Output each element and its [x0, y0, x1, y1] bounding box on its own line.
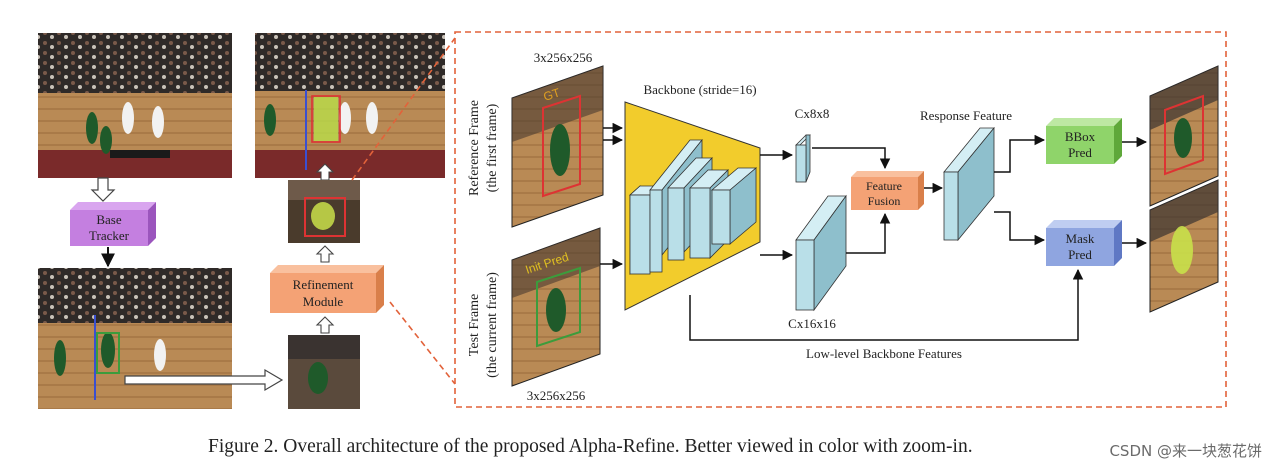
bbox-label-2: Pred — [1068, 145, 1092, 160]
arrow-large-to-fusion — [846, 212, 891, 254]
input-frame-image — [38, 33, 232, 178]
refinement-label-1: Refinement — [293, 277, 354, 292]
up-arrow-icon — [315, 316, 335, 334]
backbone-label: Backbone (stride=16) — [643, 82, 756, 97]
csdn-watermark: CSDN @来一块葱花饼 — [1109, 442, 1262, 460]
detail-panel-border — [454, 31, 1227, 408]
bbox-pred-block: BBox Pred — [1046, 118, 1122, 164]
test-frame-label-1: Test Frame — [467, 294, 482, 356]
mask-crop-image — [288, 180, 360, 243]
feat-large-label: Cx16x16 — [788, 316, 836, 331]
flow-arrow-icon — [90, 177, 116, 202]
feature-fusion-block: Feature Fusion — [851, 171, 924, 210]
feature-block-large — [795, 194, 847, 312]
gt-tag: GT — [542, 85, 563, 104]
mask-pred-block: Mask Pred — [1046, 220, 1122, 266]
base-tracker-label-1: Base — [96, 212, 122, 227]
feat-small-label: Cx8x8 — [795, 106, 830, 121]
tracked-frame-image — [38, 268, 232, 409]
bbox-label-1: BBox — [1065, 129, 1096, 144]
ref-size-label: 3x256x256 — [534, 50, 593, 65]
arrow-to-mask — [994, 211, 1046, 246]
feature-block-small — [795, 134, 811, 183]
base-tracker-block: Base Tracker — [70, 202, 156, 246]
fusion-label-1: Feature — [866, 179, 902, 193]
crop-arrow-icon — [124, 368, 284, 392]
mask-label-2: Pred — [1068, 247, 1092, 262]
search-crop-image — [288, 335, 360, 409]
refined-frame-image — [255, 33, 445, 178]
arrow-small-to-fusion — [812, 147, 891, 170]
arrow-to-bbox — [994, 134, 1046, 173]
base-tracker-label-2: Tracker — [89, 228, 130, 243]
zoom-line — [389, 301, 456, 385]
ref-frame-label-2: (the first frame) — [485, 103, 500, 192]
bbox-output-image — [1149, 65, 1219, 207]
response-feature-block — [943, 126, 995, 242]
response-feature-label: Response Feature — [920, 108, 1012, 123]
low-level-label: Low-level Backbone Features — [806, 346, 962, 361]
mask-label-1: Mask — [1066, 231, 1095, 246]
fusion-label-2: Fusion — [868, 194, 901, 208]
refinement-module-block: Refinement Module — [270, 265, 384, 313]
test-size-label: 3x256x256 — [527, 388, 586, 403]
ref-frame-label-1: Reference Frame — [467, 100, 482, 196]
test-frame-image: Init Pred — [511, 227, 601, 387]
up-arrow-icon — [315, 245, 335, 263]
figure-caption: Figure 2. Overall architecture of the pr… — [208, 436, 973, 457]
low-level-feature-path — [689, 268, 1084, 341]
backbone-layers — [628, 138, 758, 275]
test-frame-label-2: (the current frame) — [485, 272, 500, 378]
refinement-label-2: Module — [303, 294, 344, 309]
mask-output-image — [1149, 179, 1219, 313]
reference-frame-image: GT — [511, 65, 604, 228]
